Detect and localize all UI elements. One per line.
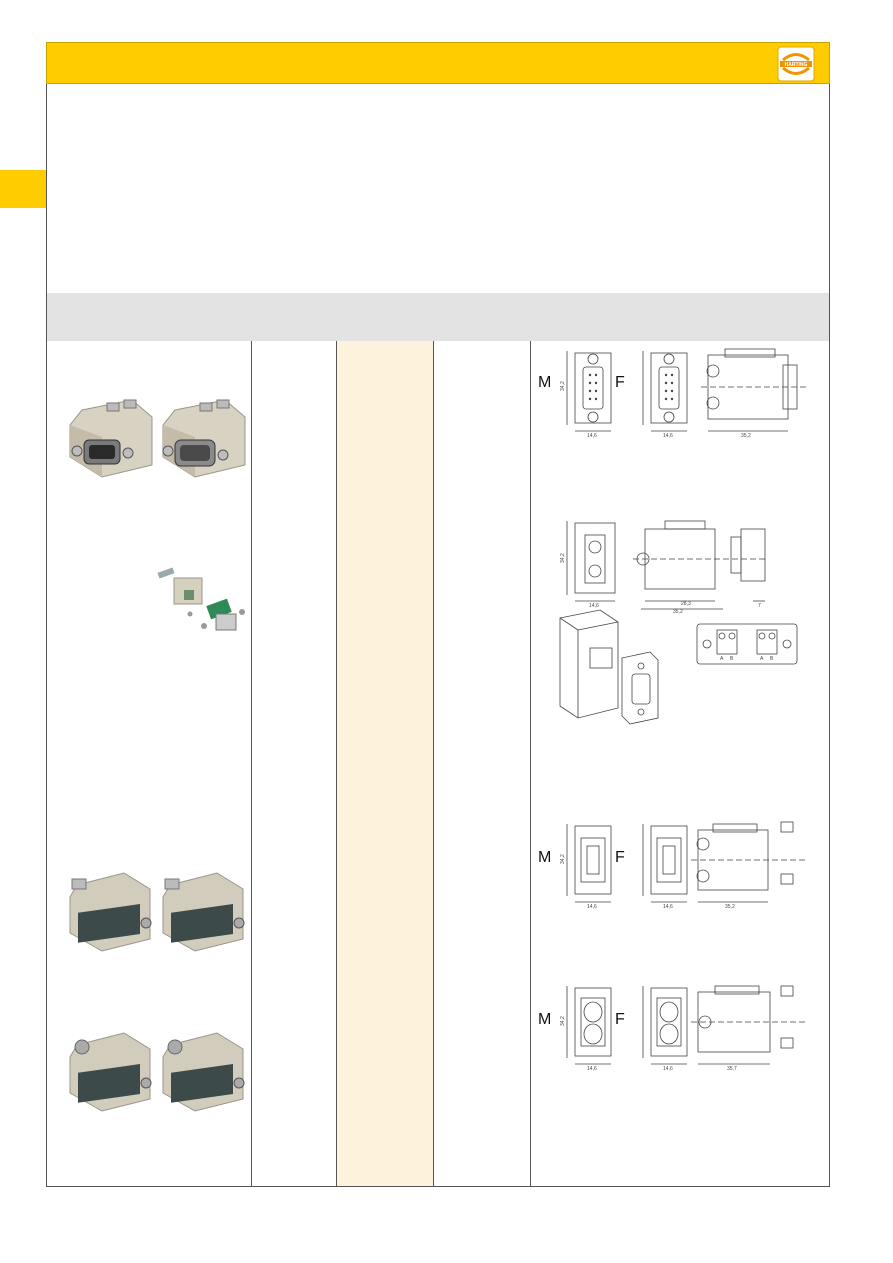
header-band: HARTING (46, 42, 830, 84)
male-label: M (538, 374, 552, 391)
male-label: M (538, 849, 552, 866)
terminal-block-drawing: A B A B (696, 623, 798, 665)
female-label: F (615, 1011, 625, 1028)
module-housing-photo-row3 (69, 872, 245, 952)
isometric-assembly-drawing (559, 609, 659, 725)
dim-body: 28,3 (681, 601, 691, 607)
male-label: M (538, 1011, 552, 1028)
section-tab-marker (0, 170, 46, 208)
column-divider-1 (251, 341, 252, 1186)
terminal-b1: B (730, 656, 734, 662)
column-divider-2 (336, 341, 337, 1186)
terminal-a2: A (760, 656, 764, 662)
assembly-kit-photo (157, 567, 245, 631)
module-housing-photo-row4 (69, 1032, 245, 1112)
logo-text: HARTING (785, 62, 808, 68)
dim-width-f: 14,6 (663, 1066, 673, 1072)
column-divider-4 (530, 341, 531, 1186)
dim-width-m: 14,6 (587, 904, 597, 910)
column-divider-3 (433, 341, 434, 1186)
table-header-band (47, 293, 829, 341)
dim-height: 34,2 (560, 1016, 566, 1026)
dim-length: 35,7 (727, 1066, 737, 1072)
dimension-drawing-row1: 34,2 14,6 14,6 35,2 (560, 348, 808, 439)
dim-length: 35,2 (725, 904, 735, 910)
dim-width-m: 14,6 (587, 433, 597, 439)
page-frame (46, 84, 830, 1187)
harting-logo: HARTING (777, 46, 815, 82)
dimension-drawing-row3: 34,2 14,6 14,6 35,2 (560, 821, 808, 910)
dim-height: 34,2 (560, 381, 566, 391)
tinted-column (337, 341, 433, 1186)
dsub-connector-photo (69, 399, 246, 478)
dim-width-f: 14,6 (663, 904, 673, 910)
dim-height: 34,2 (560, 553, 566, 563)
dim-length: 35,2 (673, 609, 683, 615)
dim-height: 34,2 (560, 854, 566, 864)
dimension-drawing-row4: 34,2 14,6 14,6 35,7 (560, 985, 808, 1072)
dimension-drawing-row2: 34,2 14,6 28,3 35,2 7 (560, 520, 768, 615)
dim-width-f: 14,6 (663, 433, 673, 439)
terminal-a1: A (720, 656, 724, 662)
dim-width: 14,6 (589, 603, 599, 609)
female-label: F (615, 374, 625, 391)
terminal-b2: B (770, 656, 774, 662)
dim-offset: 7 (758, 603, 761, 609)
female-label: F (615, 849, 625, 866)
dim-width-m: 14,6 (587, 1066, 597, 1072)
dim-length: 35,2 (741, 433, 751, 439)
